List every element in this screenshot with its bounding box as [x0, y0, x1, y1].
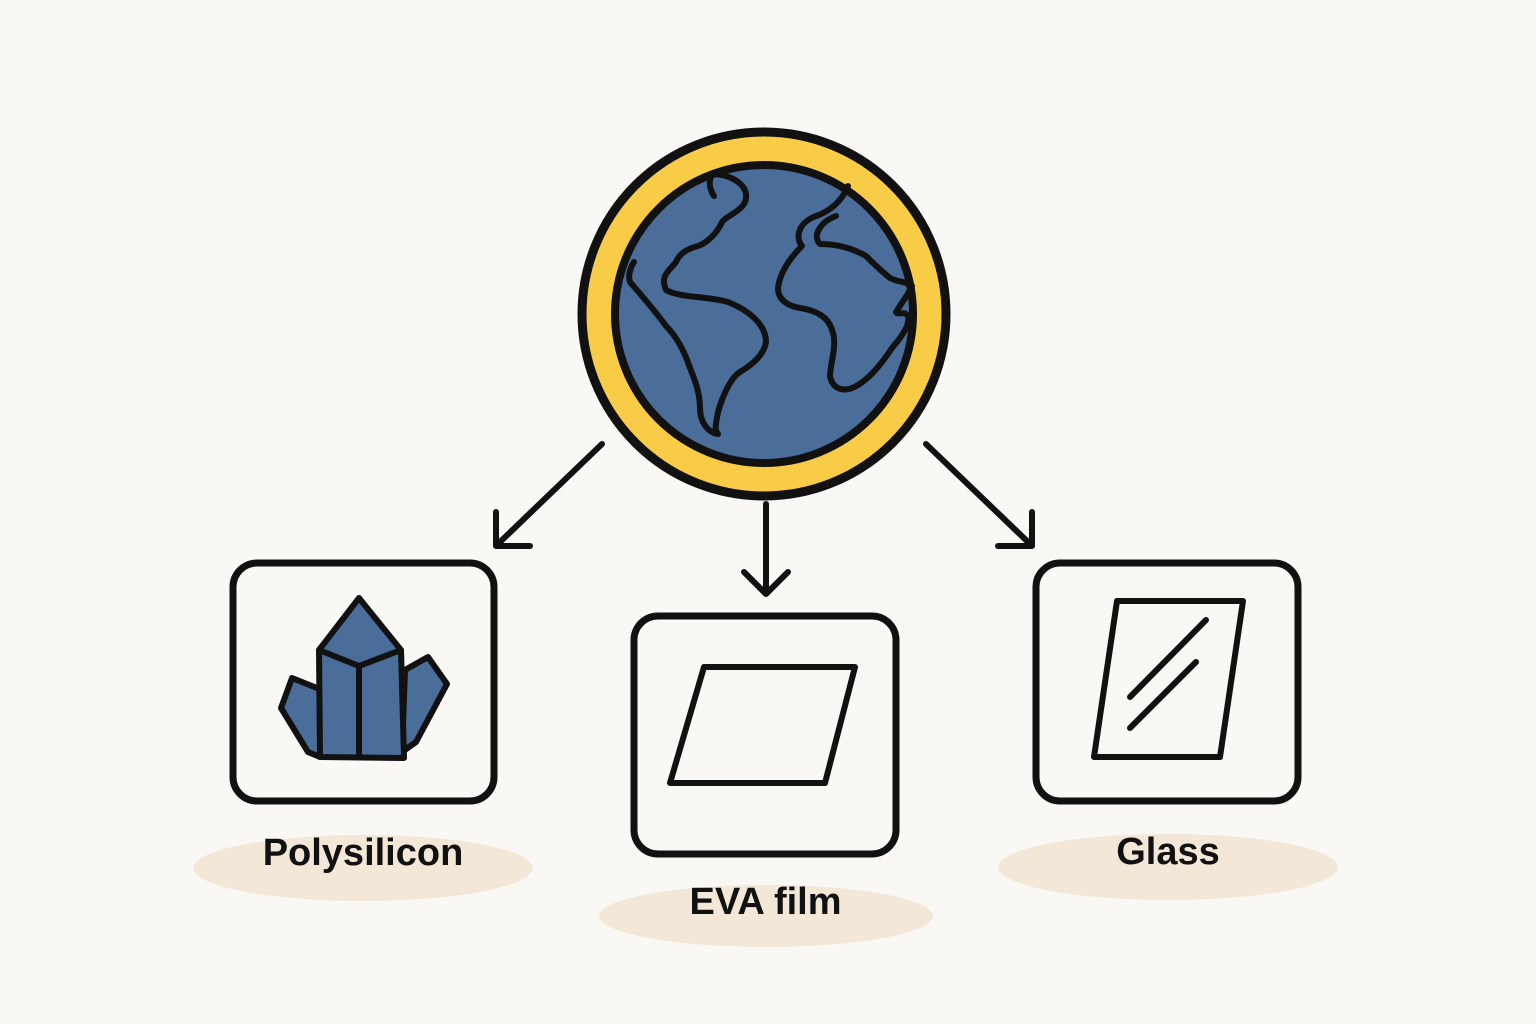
globe-icon: [577, 127, 951, 501]
arrow-to-polysilicon: [493, 441, 605, 549]
glass-label: Glass: [1116, 831, 1220, 873]
glass-pane-icon: [1091, 598, 1246, 760]
eva-film-label: EVA film: [689, 881, 842, 923]
crystal-icon: [278, 595, 450, 761]
glass-label-shadow: [998, 834, 1338, 900]
polysilicon-label: Polysilicon: [262, 832, 464, 874]
arrow-to-eva: [741, 501, 791, 597]
polysilicon-card: [229, 559, 498, 805]
film-sheet-icon: [667, 664, 858, 786]
arrow-to-glass: [923, 441, 1035, 549]
glass-card: [1032, 559, 1302, 805]
eva-label-shadow: [599, 885, 933, 947]
eva-card: [630, 612, 900, 858]
polysilicon-label-shadow: [193, 835, 533, 901]
